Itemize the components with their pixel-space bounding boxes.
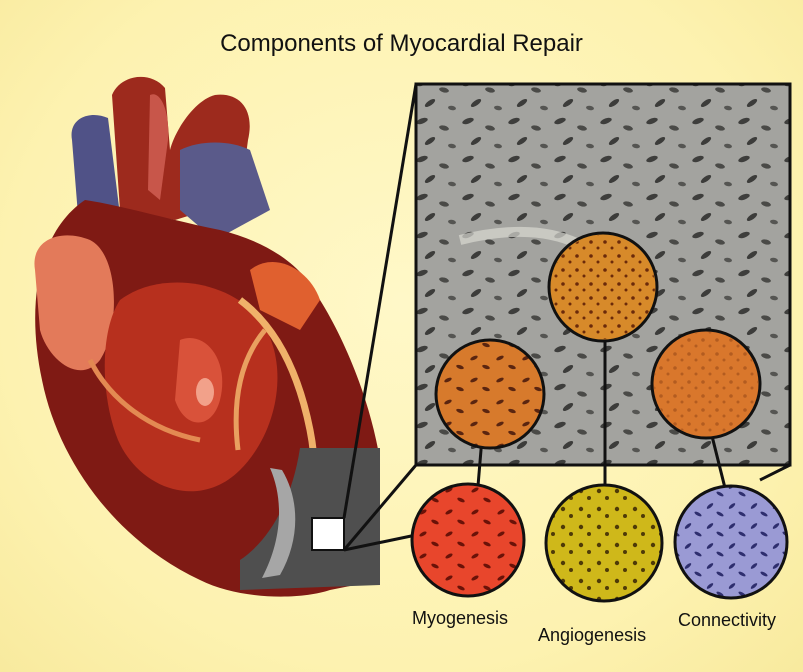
connectivity-label: Connectivity (678, 610, 776, 631)
connectivity-circle (675, 486, 787, 598)
sample-site-box (312, 518, 344, 550)
heart-illustration (34, 77, 380, 597)
myogenesis-label: Myogenesis (412, 608, 508, 629)
angiogenesis-circle (546, 485, 662, 601)
repair-stage-circle-left (436, 340, 544, 448)
angiogenesis-label: Angiogenesis (538, 625, 646, 646)
ventricle-glare-shape (196, 378, 214, 406)
repair-stage-circle-right (652, 330, 760, 438)
myogenesis-circle (412, 484, 524, 596)
repair-stage-circle-top (549, 233, 657, 341)
